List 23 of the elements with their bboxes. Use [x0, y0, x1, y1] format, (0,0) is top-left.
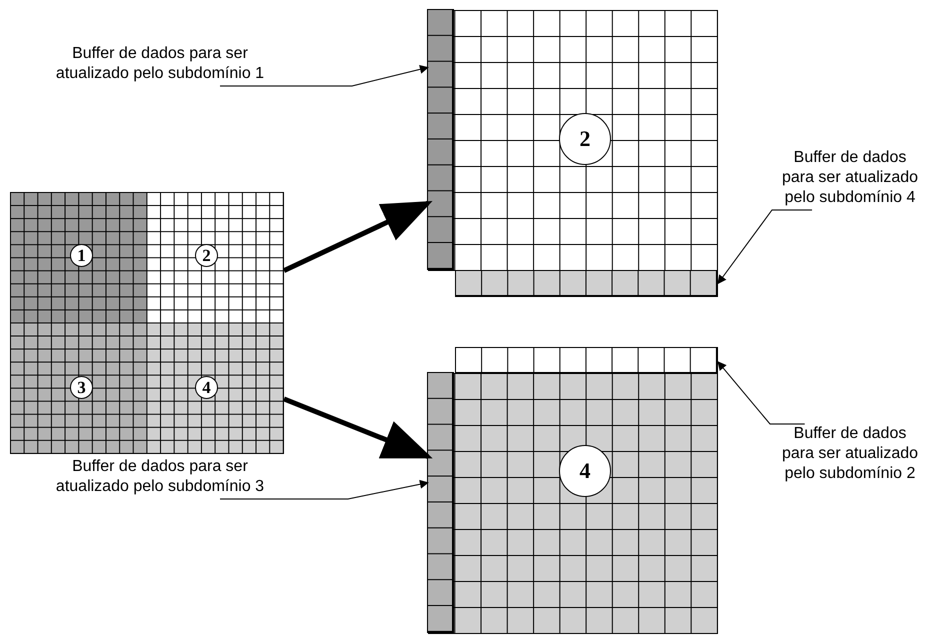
buffer-strip — [455, 270, 718, 297]
grid-block — [10, 192, 284, 454]
arrow — [283, 396, 433, 459]
leader-line — [717, 361, 806, 424]
callout-number: 4 — [195, 376, 218, 399]
callout-number: 2 — [559, 113, 611, 165]
leader-line — [220, 480, 429, 500]
callout-number: 1 — [70, 244, 93, 267]
callout-text: Buffer de dados para ser atualizado pelo subdomínio 2 — [777, 424, 923, 486]
arrow — [282, 200, 433, 273]
buffer-strip — [427, 372, 454, 633]
leader-line — [717, 210, 813, 284]
callout-text: Buffer de dados para ser atualizado pelo subdomínio 3 — [40, 457, 280, 499]
callout-text: Buffer de dados para ser atualizado pelo subdomínio 1 — [40, 44, 280, 86]
grid-block — [428, 10, 718, 271]
grid-block — [428, 373, 718, 634]
leader-line — [220, 64, 429, 86]
callout-number: 3 — [70, 376, 93, 399]
callout-number: 4 — [559, 445, 611, 497]
buffer-strip — [455, 347, 718, 374]
buffer-strip — [427, 9, 454, 270]
callout-text: Buffer de dados para ser atualizado pelo subdomínio 4 — [777, 148, 923, 210]
callout-number: 2 — [195, 244, 218, 267]
